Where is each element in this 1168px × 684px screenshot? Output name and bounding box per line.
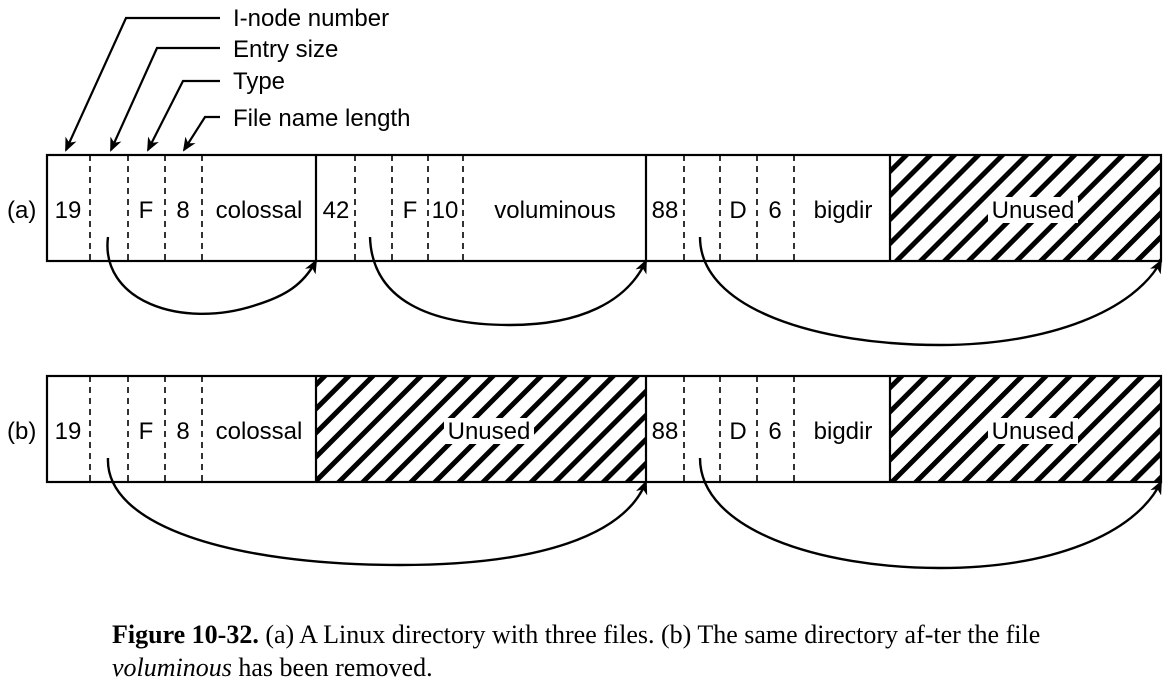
row-b-box [45, 374, 1163, 484]
caption-text: (a) A Linux directory with three files. … [265, 620, 1041, 649]
next-entry-arrow [368, 236, 648, 327]
next-entry-arrow [698, 457, 1163, 570]
legend: I-node number Entry size Type File name … [64, 5, 410, 152]
length-cell: 10 [432, 197, 459, 224]
unused-label: Unused [992, 418, 1075, 445]
type-cell: F [139, 197, 154, 224]
name-length-label: File name length [233, 105, 410, 132]
caption-text-end: has been removed. [238, 653, 433, 682]
next-entry-arrow [106, 236, 318, 315]
inode-pointer [64, 16, 220, 152]
length-cell: 6 [768, 197, 781, 224]
name-cell: voluminous [494, 197, 615, 224]
row-a-box [45, 153, 1163, 263]
figure-number: Figure 10-32. [112, 620, 259, 649]
type-cell: F [139, 418, 154, 445]
figure-caption: Figure 10-32. (a) A Linux directory with… [112, 618, 1052, 684]
length-cell: 8 [176, 197, 189, 224]
unused-label: Unused [992, 197, 1075, 224]
inode-cell: 19 [55, 197, 82, 224]
type-label: Type [233, 68, 285, 95]
next-entry-arrow [698, 236, 1163, 347]
length-cell: 6 [768, 418, 781, 445]
name-cell: colossal [216, 197, 303, 224]
caption-emphasis: voluminous [112, 653, 232, 682]
inode-label: I-node number [233, 5, 389, 32]
inode-cell: 88 [652, 197, 679, 224]
row-a: (a) 19 F 8 colossal 42 F 10 voluminous 8… [7, 153, 1163, 347]
inode-cell: 19 [55, 418, 82, 445]
name-cell: colossal [216, 418, 303, 445]
inode-cell: 42 [323, 197, 350, 224]
length-cell: 8 [176, 418, 189, 445]
type-cell: F [403, 197, 418, 224]
name-cell: bigdir [814, 418, 873, 445]
unused-label: Unused [448, 418, 531, 445]
row-a-label: (a) [7, 197, 36, 224]
type-cell: D [729, 418, 746, 445]
type-cell: D [729, 197, 746, 224]
next-entry-arrow [106, 457, 648, 567]
name-length-pointer [182, 115, 220, 152]
entry-size-pointer [109, 46, 220, 152]
entry-size-label: Entry size [233, 36, 338, 63]
row-b: (b) 19 F 8 colossal Unused 88 D 6 bigdir… [7, 374, 1163, 570]
type-pointer [147, 79, 220, 152]
row-b-label: (b) [7, 418, 36, 445]
inode-cell: 88 [652, 418, 679, 445]
name-cell: bigdir [814, 197, 873, 224]
